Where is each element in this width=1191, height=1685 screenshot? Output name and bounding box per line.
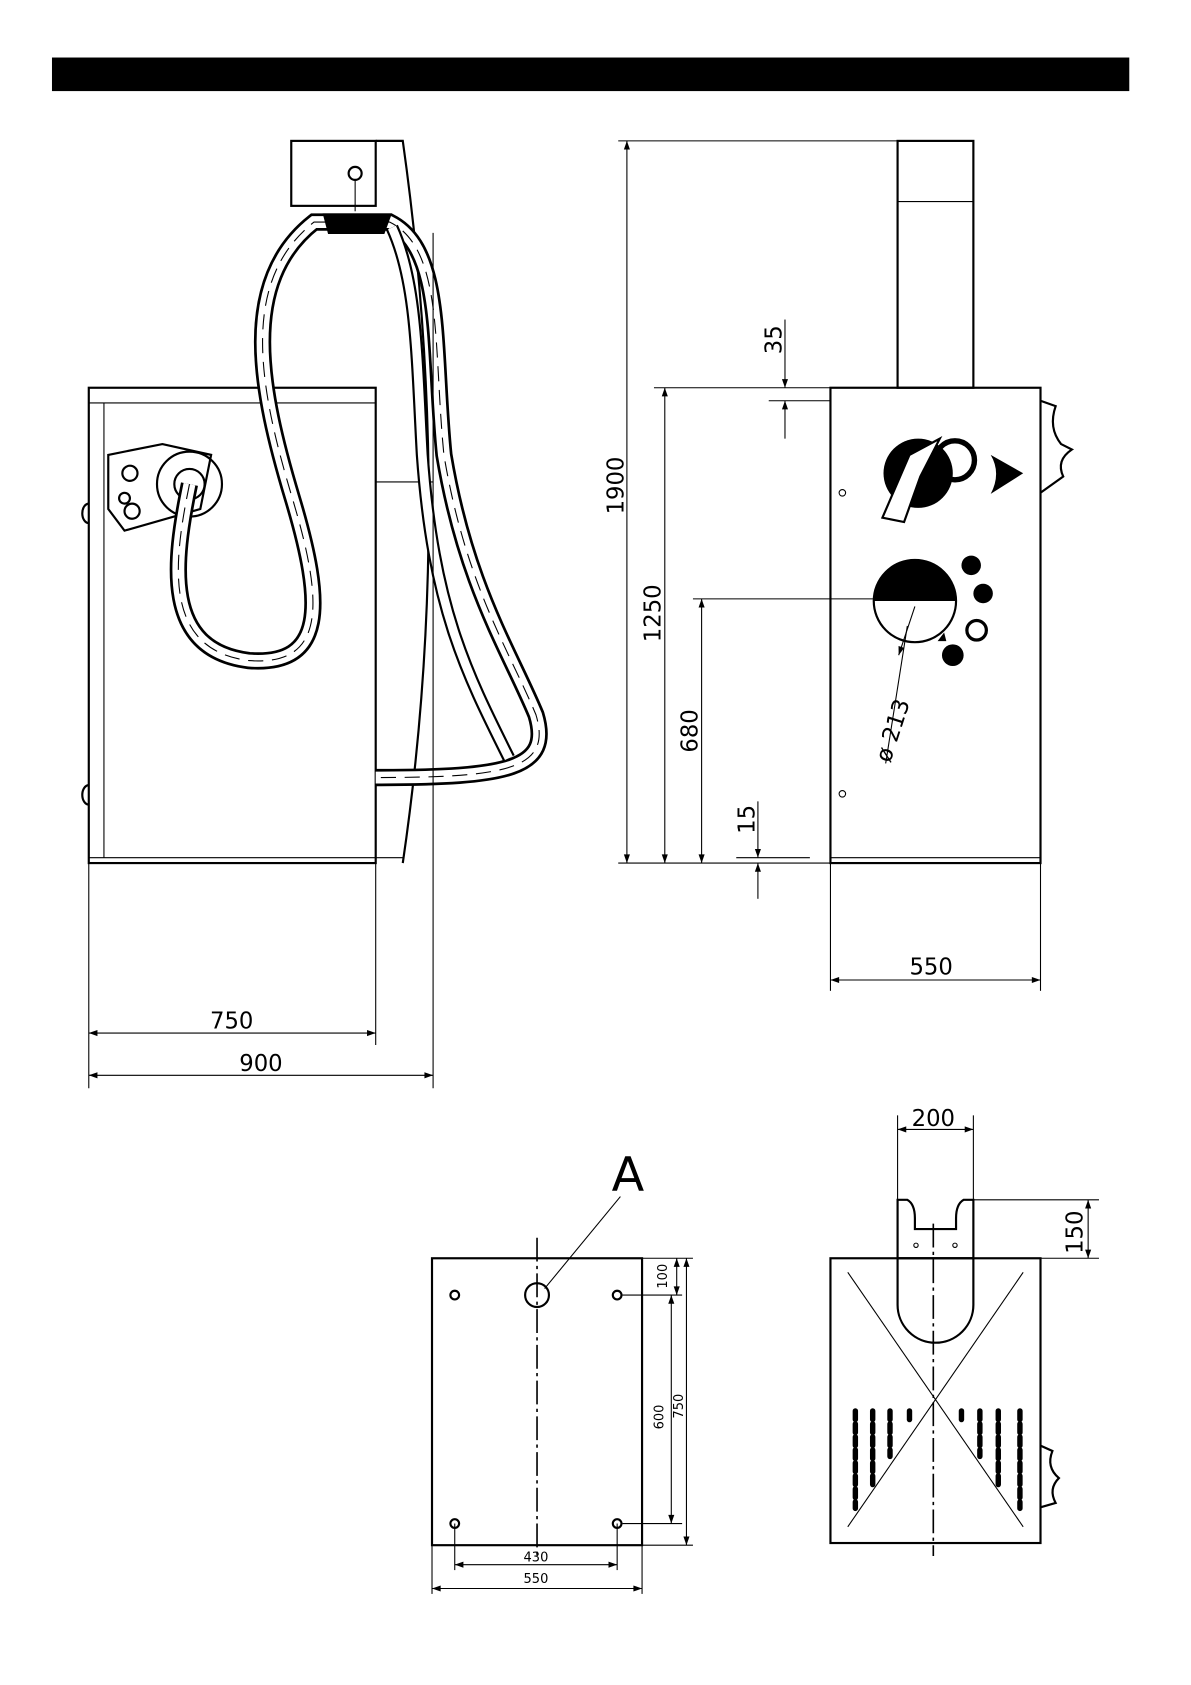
dim-diameter-label: ø 213 xyxy=(871,696,916,765)
side-view: 750 900 xyxy=(81,139,548,1089)
dim-100-label: 100 xyxy=(656,1264,671,1289)
hose-reel-bracket xyxy=(107,442,213,532)
dim-900-label: 900 xyxy=(239,1051,282,1077)
dim-550-label: 550 xyxy=(909,955,952,981)
top-view: 200 150 xyxy=(829,1106,1099,1557)
hose-clamp xyxy=(322,213,392,235)
header-bar xyxy=(51,57,1130,92)
control-knobs xyxy=(937,555,993,667)
dim-1900-label: 1900 xyxy=(604,457,630,515)
dim-550-plate-label: 550 xyxy=(524,1572,549,1587)
pressure-gauge xyxy=(872,558,958,644)
dim-600-label: 600 xyxy=(653,1405,668,1430)
dim-35-label: 35 xyxy=(762,325,788,354)
dim-750-plate-label: 750 xyxy=(672,1394,687,1419)
dim-200-label: 200 xyxy=(912,1106,955,1132)
label-a: A xyxy=(612,1148,645,1203)
dim-680-label: 680 xyxy=(677,709,703,752)
vent-slots xyxy=(852,1408,1023,1512)
base-plate-view: A 100 600 750 430 550 xyxy=(430,1148,693,1594)
spray-gun-icon xyxy=(880,436,978,524)
arrow-icon xyxy=(990,454,1024,494)
dim-750-label: 750 xyxy=(210,1009,253,1035)
dim-150-label: 150 xyxy=(1063,1211,1089,1254)
dim-15-label: 15 xyxy=(735,805,761,834)
dim-430-label: 430 xyxy=(524,1550,549,1565)
mounting-holes xyxy=(449,1289,623,1529)
dim-1250-label: 1250 xyxy=(640,584,666,642)
front-view: ø 213 1900 1250 680 35 15 550 xyxy=(604,139,1075,991)
hose xyxy=(169,213,548,787)
